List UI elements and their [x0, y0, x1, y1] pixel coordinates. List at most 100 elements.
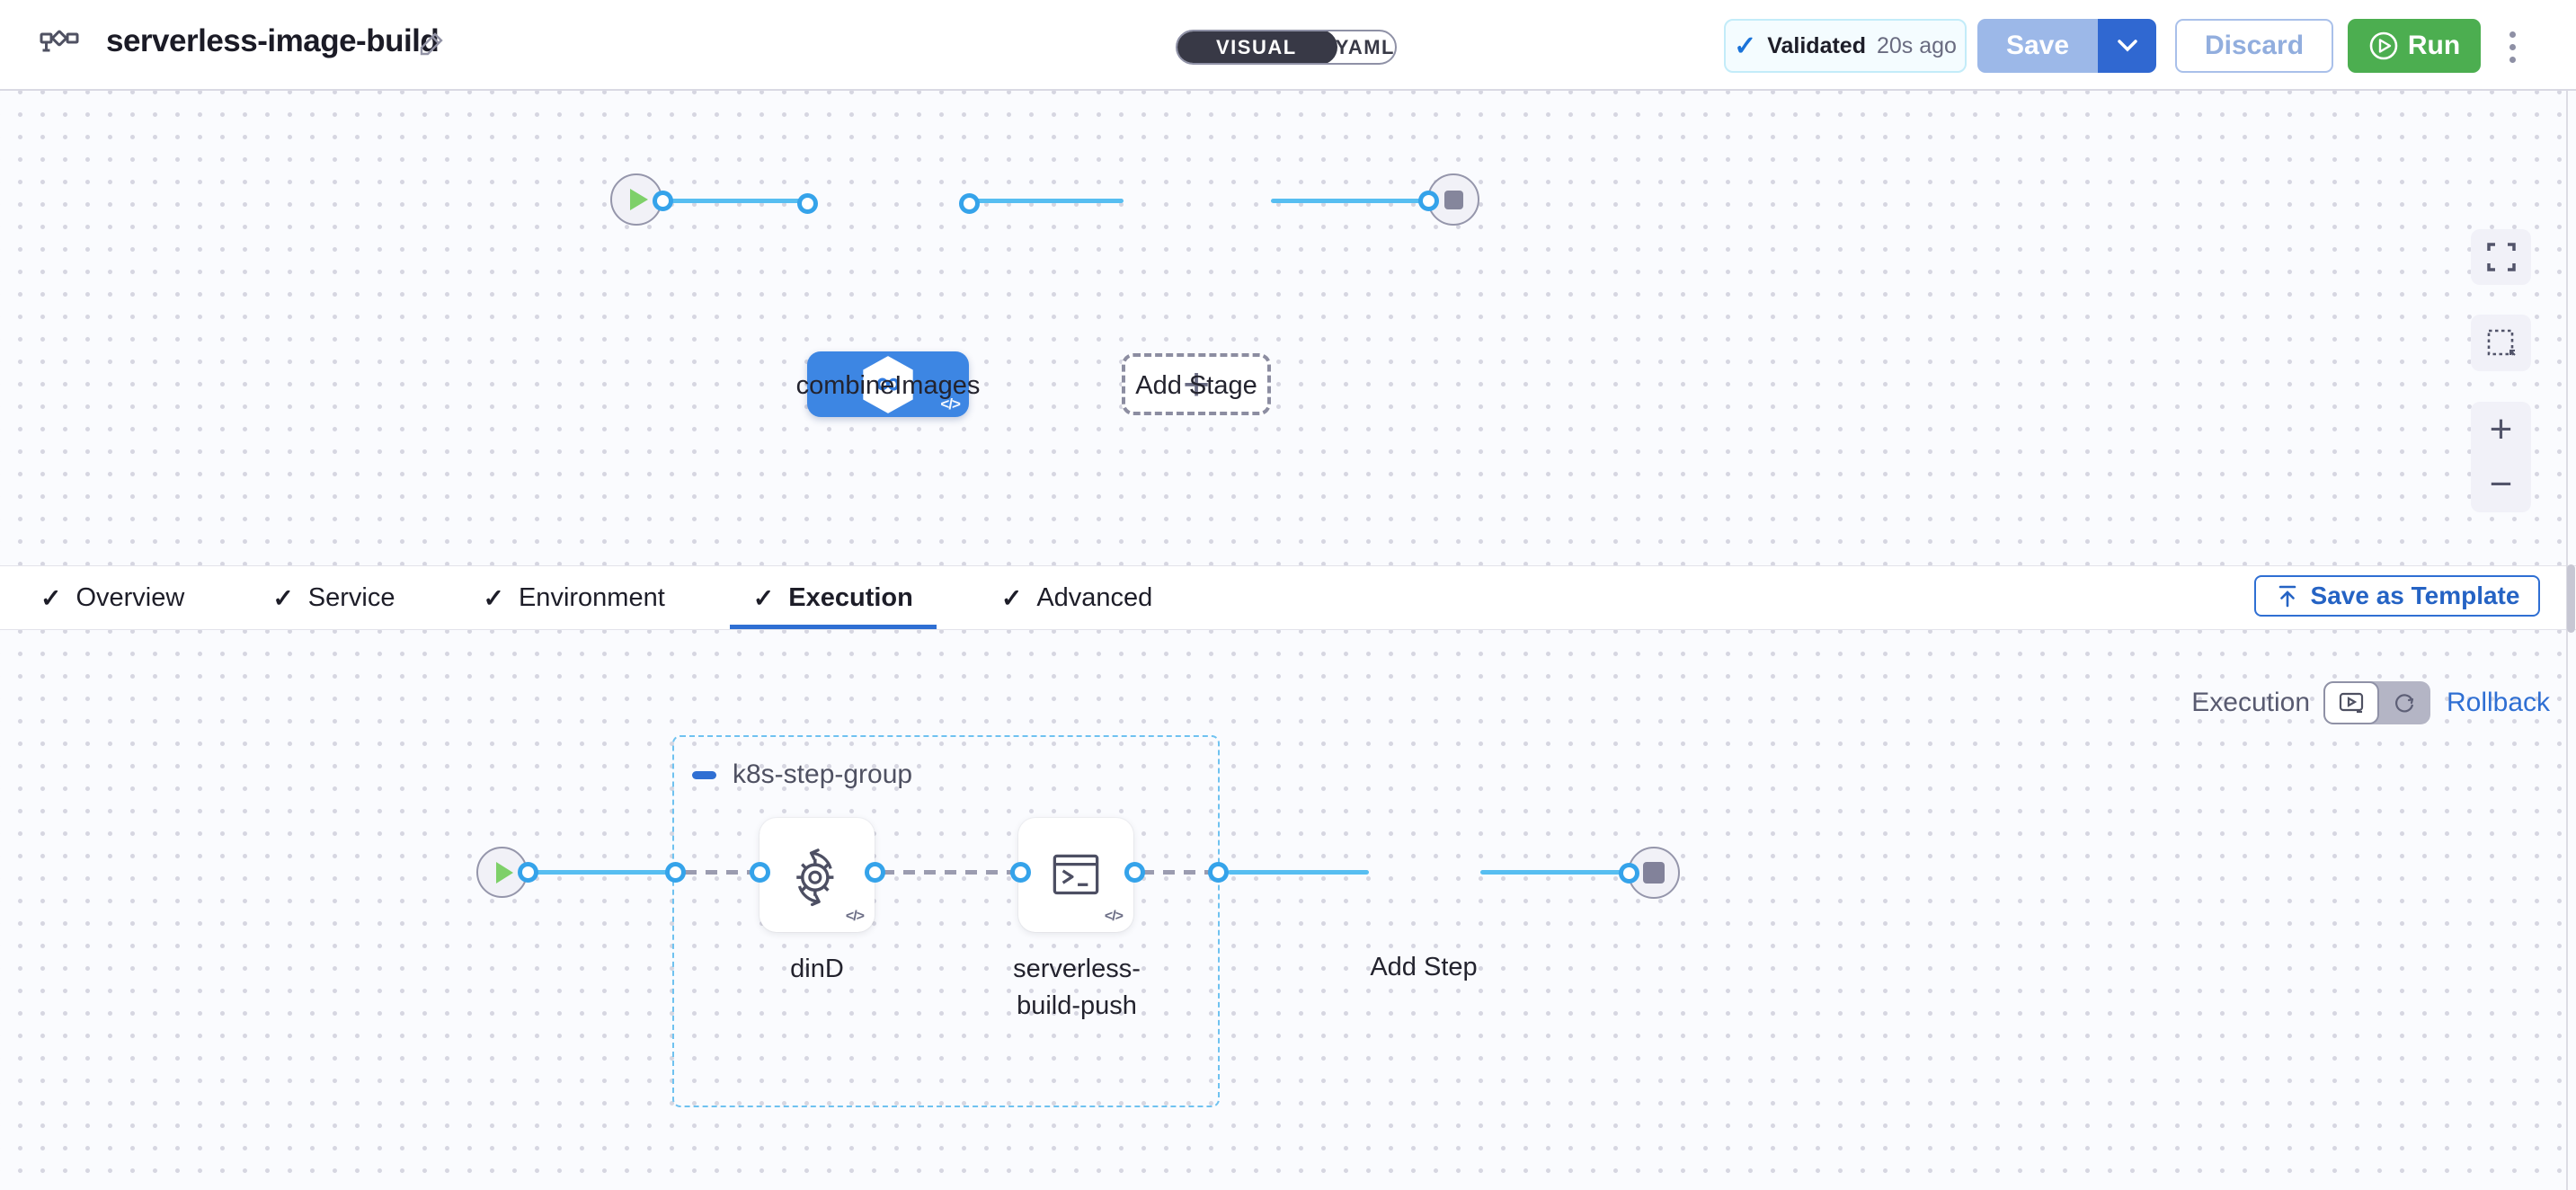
rollback-icon — [2395, 694, 2414, 713]
connector-dot — [865, 862, 885, 883]
chevron-down-icon — [2117, 40, 2137, 52]
tab-label: Execution — [788, 582, 913, 612]
run-play-icon — [2369, 31, 2398, 60]
connector-line — [1271, 199, 1428, 203]
tab-environment[interactable]: ✓ Environment — [460, 566, 688, 629]
tab-label: Environment — [518, 582, 665, 612]
connector-line — [1228, 870, 1369, 875]
zoom-to-fit-button[interactable] — [2471, 229, 2531, 285]
step-node-serverless-build-push[interactable]: </> — [1018, 818, 1133, 932]
marquee-select-icon — [2487, 329, 2516, 356]
dashed-connector — [883, 870, 1014, 875]
execution-play-icon — [2339, 692, 2363, 714]
background-step-icon — [796, 848, 834, 906]
pipeline-header: serverless-image-build VISUAL YAML ✓ Val… — [0, 0, 2576, 91]
toggle-visual[interactable]: VISUAL — [1177, 31, 1337, 63]
ci-stage-icon: ∞ — [863, 355, 913, 413]
connector-dot — [653, 191, 673, 211]
tab-check-icon: ✓ — [483, 583, 504, 612]
fit-screen-icon — [2486, 243, 2516, 271]
visual-yaml-toggle: VISUAL YAML — [1176, 30, 1397, 65]
step-group-box[interactable] — [672, 735, 1220, 1107]
step-name-label: dinD — [790, 955, 844, 983]
tab-check-icon: ✓ — [1000, 583, 1023, 612]
tab-check-icon: ✓ — [40, 583, 62, 612]
validation-badge[interactable]: ✓ Validated 20s ago — [1724, 19, 1967, 73]
connector-dot — [1208, 862, 1229, 883]
toggle-yaml[interactable]: YAML — [1335, 35, 1395, 58]
execution-rollback-toggle — [2323, 681, 2430, 724]
save-button[interactable]: Save — [1977, 19, 2098, 73]
validated-time: 20s ago — [1876, 32, 1957, 58]
start-play-icon — [496, 861, 513, 884]
connector-line — [969, 199, 1124, 203]
add-step-label: Add Step — [1370, 953, 1478, 981]
add-stage-button[interactable]: + — [1122, 353, 1271, 415]
rollback-link[interactable]: Rollback — [2447, 688, 2551, 717]
edit-name-icon[interactable] — [418, 31, 445, 62]
step-yaml-icon: </> — [1104, 909, 1124, 924]
step-name-label: serverless-build-push — [1013, 955, 1141, 1020]
collapse-group-button[interactable] — [692, 770, 716, 779]
add-stage-label: Add Stage — [1135, 371, 1257, 400]
connector-dot — [665, 862, 686, 883]
dashed-connector — [685, 870, 760, 875]
zoom-out-button[interactable]: − — [2489, 462, 2513, 506]
zoom-buttons: + − — [2471, 402, 2531, 512]
stage-name-label: combineImages — [795, 371, 981, 400]
run-button[interactable]: Run — [2348, 19, 2481, 73]
save-as-template-label: Save as Template — [2310, 582, 2520, 609]
tab-label: Overview — [76, 582, 185, 612]
tab-label: Advanced — [1036, 582, 1153, 612]
dashed-connector — [1142, 870, 1211, 875]
tab-label: Service — [307, 582, 395, 612]
connector-dot — [1619, 863, 1639, 884]
stage-canvas[interactable]: ∞ </> combineImages + Add Stage — [0, 91, 2576, 565]
rollback-graph-toggle[interactable] — [2379, 681, 2431, 724]
connector-dot — [1124, 862, 1145, 883]
stage-node-combineimages[interactable]: ∞ </> — [807, 351, 969, 417]
save-as-template-button[interactable]: Save as Template — [2254, 575, 2540, 617]
execution-canvas[interactable]: Execution Rollback k8s-step-group — [0, 630, 2576, 1190]
connector-dot — [1010, 862, 1031, 883]
run-step-icon — [1053, 854, 1099, 894]
tab-service[interactable]: ✓ Service — [249, 566, 418, 629]
plus-icon: + — [1182, 358, 1211, 411]
connector-line — [1480, 870, 1629, 875]
connector-line — [526, 870, 675, 875]
connector-dot — [959, 193, 980, 214]
tab-overview[interactable]: ✓ Overview — [17, 566, 208, 629]
save-options-button[interactable] — [2098, 19, 2156, 73]
run-label: Run — [2407, 31, 2461, 60]
tab-execution[interactable]: ✓ Execution — [729, 566, 937, 629]
execution-graph-toggle[interactable] — [2323, 681, 2379, 724]
step-yaml-icon: </> — [845, 909, 865, 924]
tab-check-icon: ✓ — [752, 583, 775, 612]
step-group-header: k8s-step-group — [692, 759, 912, 790]
start-play-icon — [630, 189, 648, 210]
validated-label: Validated — [1767, 32, 1866, 58]
stage-tabs: ✓ Overview ✓ Service ✓ Environment ✓ Exe… — [17, 566, 1176, 629]
connector-dot — [797, 193, 818, 214]
discard-button[interactable]: Discard — [2175, 19, 2333, 73]
stop-icon — [1443, 190, 1463, 209]
step-node-dind[interactable]: </> — [759, 818, 875, 932]
scrollbar-thumb[interactable] — [2567, 564, 2575, 633]
connector-dot — [750, 862, 770, 883]
pipeline-icon — [40, 29, 79, 69]
more-options-button[interactable] — [2500, 23, 2525, 70]
tab-check-icon: ✓ — [272, 583, 294, 612]
connector-line — [661, 199, 809, 203]
stage-tabbar: ✓ Overview ✓ Service ✓ Environment ✓ Exe… — [0, 565, 2576, 630]
stop-icon — [1643, 862, 1665, 884]
upload-icon — [2278, 585, 2296, 608]
validated-check-icon: ✓ — [1734, 31, 1757, 61]
tab-advanced[interactable]: ✓ Advanced — [978, 566, 1176, 629]
connector-dot — [518, 862, 538, 883]
svg-text:∞: ∞ — [875, 363, 900, 402]
zoom-in-button[interactable]: + — [2489, 407, 2513, 451]
selection-mode-button[interactable] — [2471, 315, 2531, 371]
connector-dot — [1418, 191, 1439, 211]
step-group-name: k8s-step-group — [733, 759, 913, 789]
